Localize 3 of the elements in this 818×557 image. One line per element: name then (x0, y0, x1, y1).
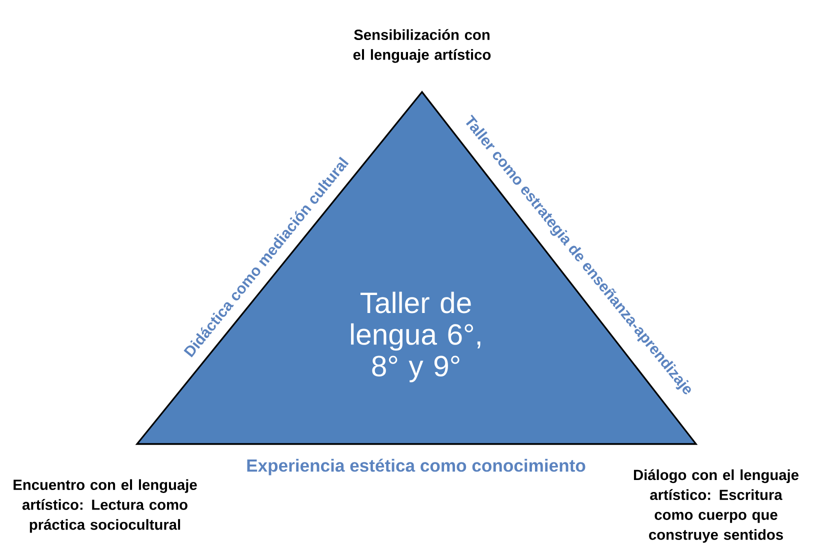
corner-label: Sensibilización con el lenguaje artístico (353, 29, 491, 63)
corner-label: Diálogo con el lenguaje artístico: Escritura como cuerpo que construye sentidos (634, 469, 798, 543)
corner-label: Encuentro con el lenguaje artístico: Lectura como práctica sociocultural (14, 479, 197, 533)
